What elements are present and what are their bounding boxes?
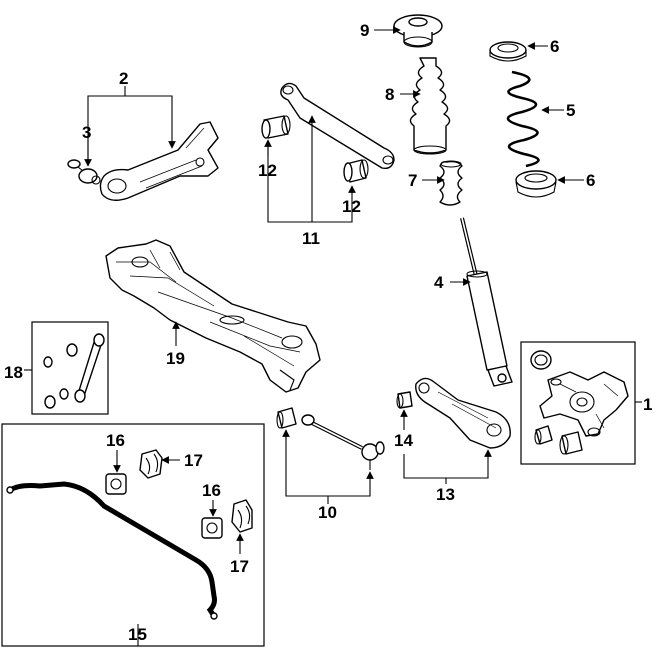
callout-5: 5 — [566, 101, 575, 120]
rear-knuckle — [530, 350, 629, 437]
upper-spring-seat — [489, 41, 527, 62]
callout-12-right: 12 — [342, 197, 361, 216]
callout-17-upper: 17 — [184, 451, 203, 470]
callout-7: 7 — [408, 171, 417, 190]
stabilizer-bracket-b — [231, 499, 253, 533]
callout-14: 14 — [394, 431, 413, 450]
callout-16-upper: 16 — [106, 431, 125, 450]
callout-6-lower: 6 — [586, 171, 595, 190]
rear-subframe — [105, 239, 321, 393]
callout-2: 2 — [119, 69, 128, 88]
callout-13: 13 — [436, 485, 455, 504]
trailing-arm-bushing — [67, 159, 101, 185]
callout-17-lower: 17 — [230, 557, 249, 576]
callout-3: 3 — [82, 123, 91, 142]
callout-10: 10 — [318, 503, 337, 522]
callout-11: 11 — [302, 229, 320, 248]
lower-arm-bushing — [396, 391, 413, 409]
callout-16-lower: 16 — [202, 481, 221, 500]
link-kit-box — [31, 321, 109, 415]
callout-8: 8 — [385, 85, 394, 104]
trailing-arm — [99, 121, 219, 201]
callout-4: 4 — [434, 273, 444, 292]
stabilizer-link — [43, 333, 105, 409]
dust-boot — [409, 57, 451, 155]
stabilizer-bracket-a — [139, 449, 163, 479]
strut-mount — [393, 14, 443, 48]
upper-arm-bushing-a — [261, 115, 291, 139]
callout-1: 1 — [643, 395, 652, 414]
knuckle-group-box — [520, 341, 636, 465]
lateral-link — [276, 407, 385, 470]
stabilizer-bushing-b — [201, 517, 223, 539]
stabilizer-bushing-a — [105, 473, 127, 495]
lower-control-arm — [415, 377, 511, 449]
callout-6-upper: 6 — [550, 37, 559, 56]
upper-control-arm — [280, 82, 395, 170]
shock-absorber — [460, 217, 513, 387]
bump-stop — [439, 160, 463, 206]
stabilizer-bar — [6, 481, 218, 620]
callout-numbers: 1 2 3 4 5 6 6 7 8 9 10 11 12 12 13 14 15… — [4, 21, 652, 644]
leader-lines — [24, 26, 642, 646]
stabilizer-group-box — [1, 423, 265, 647]
callout-19: 19 — [166, 349, 185, 368]
knuckle-bushing-a — [534, 425, 553, 445]
callout-9: 9 — [360, 21, 369, 40]
callout-12-left: 12 — [258, 161, 277, 180]
upper-arm-bushing-b — [343, 159, 369, 183]
knuckle-bushing-b — [559, 431, 583, 455]
coil-spring — [506, 70, 540, 168]
callout-15: 15 — [128, 625, 147, 644]
callout-18: 18 — [4, 363, 23, 382]
lower-spring-seat — [515, 170, 557, 198]
